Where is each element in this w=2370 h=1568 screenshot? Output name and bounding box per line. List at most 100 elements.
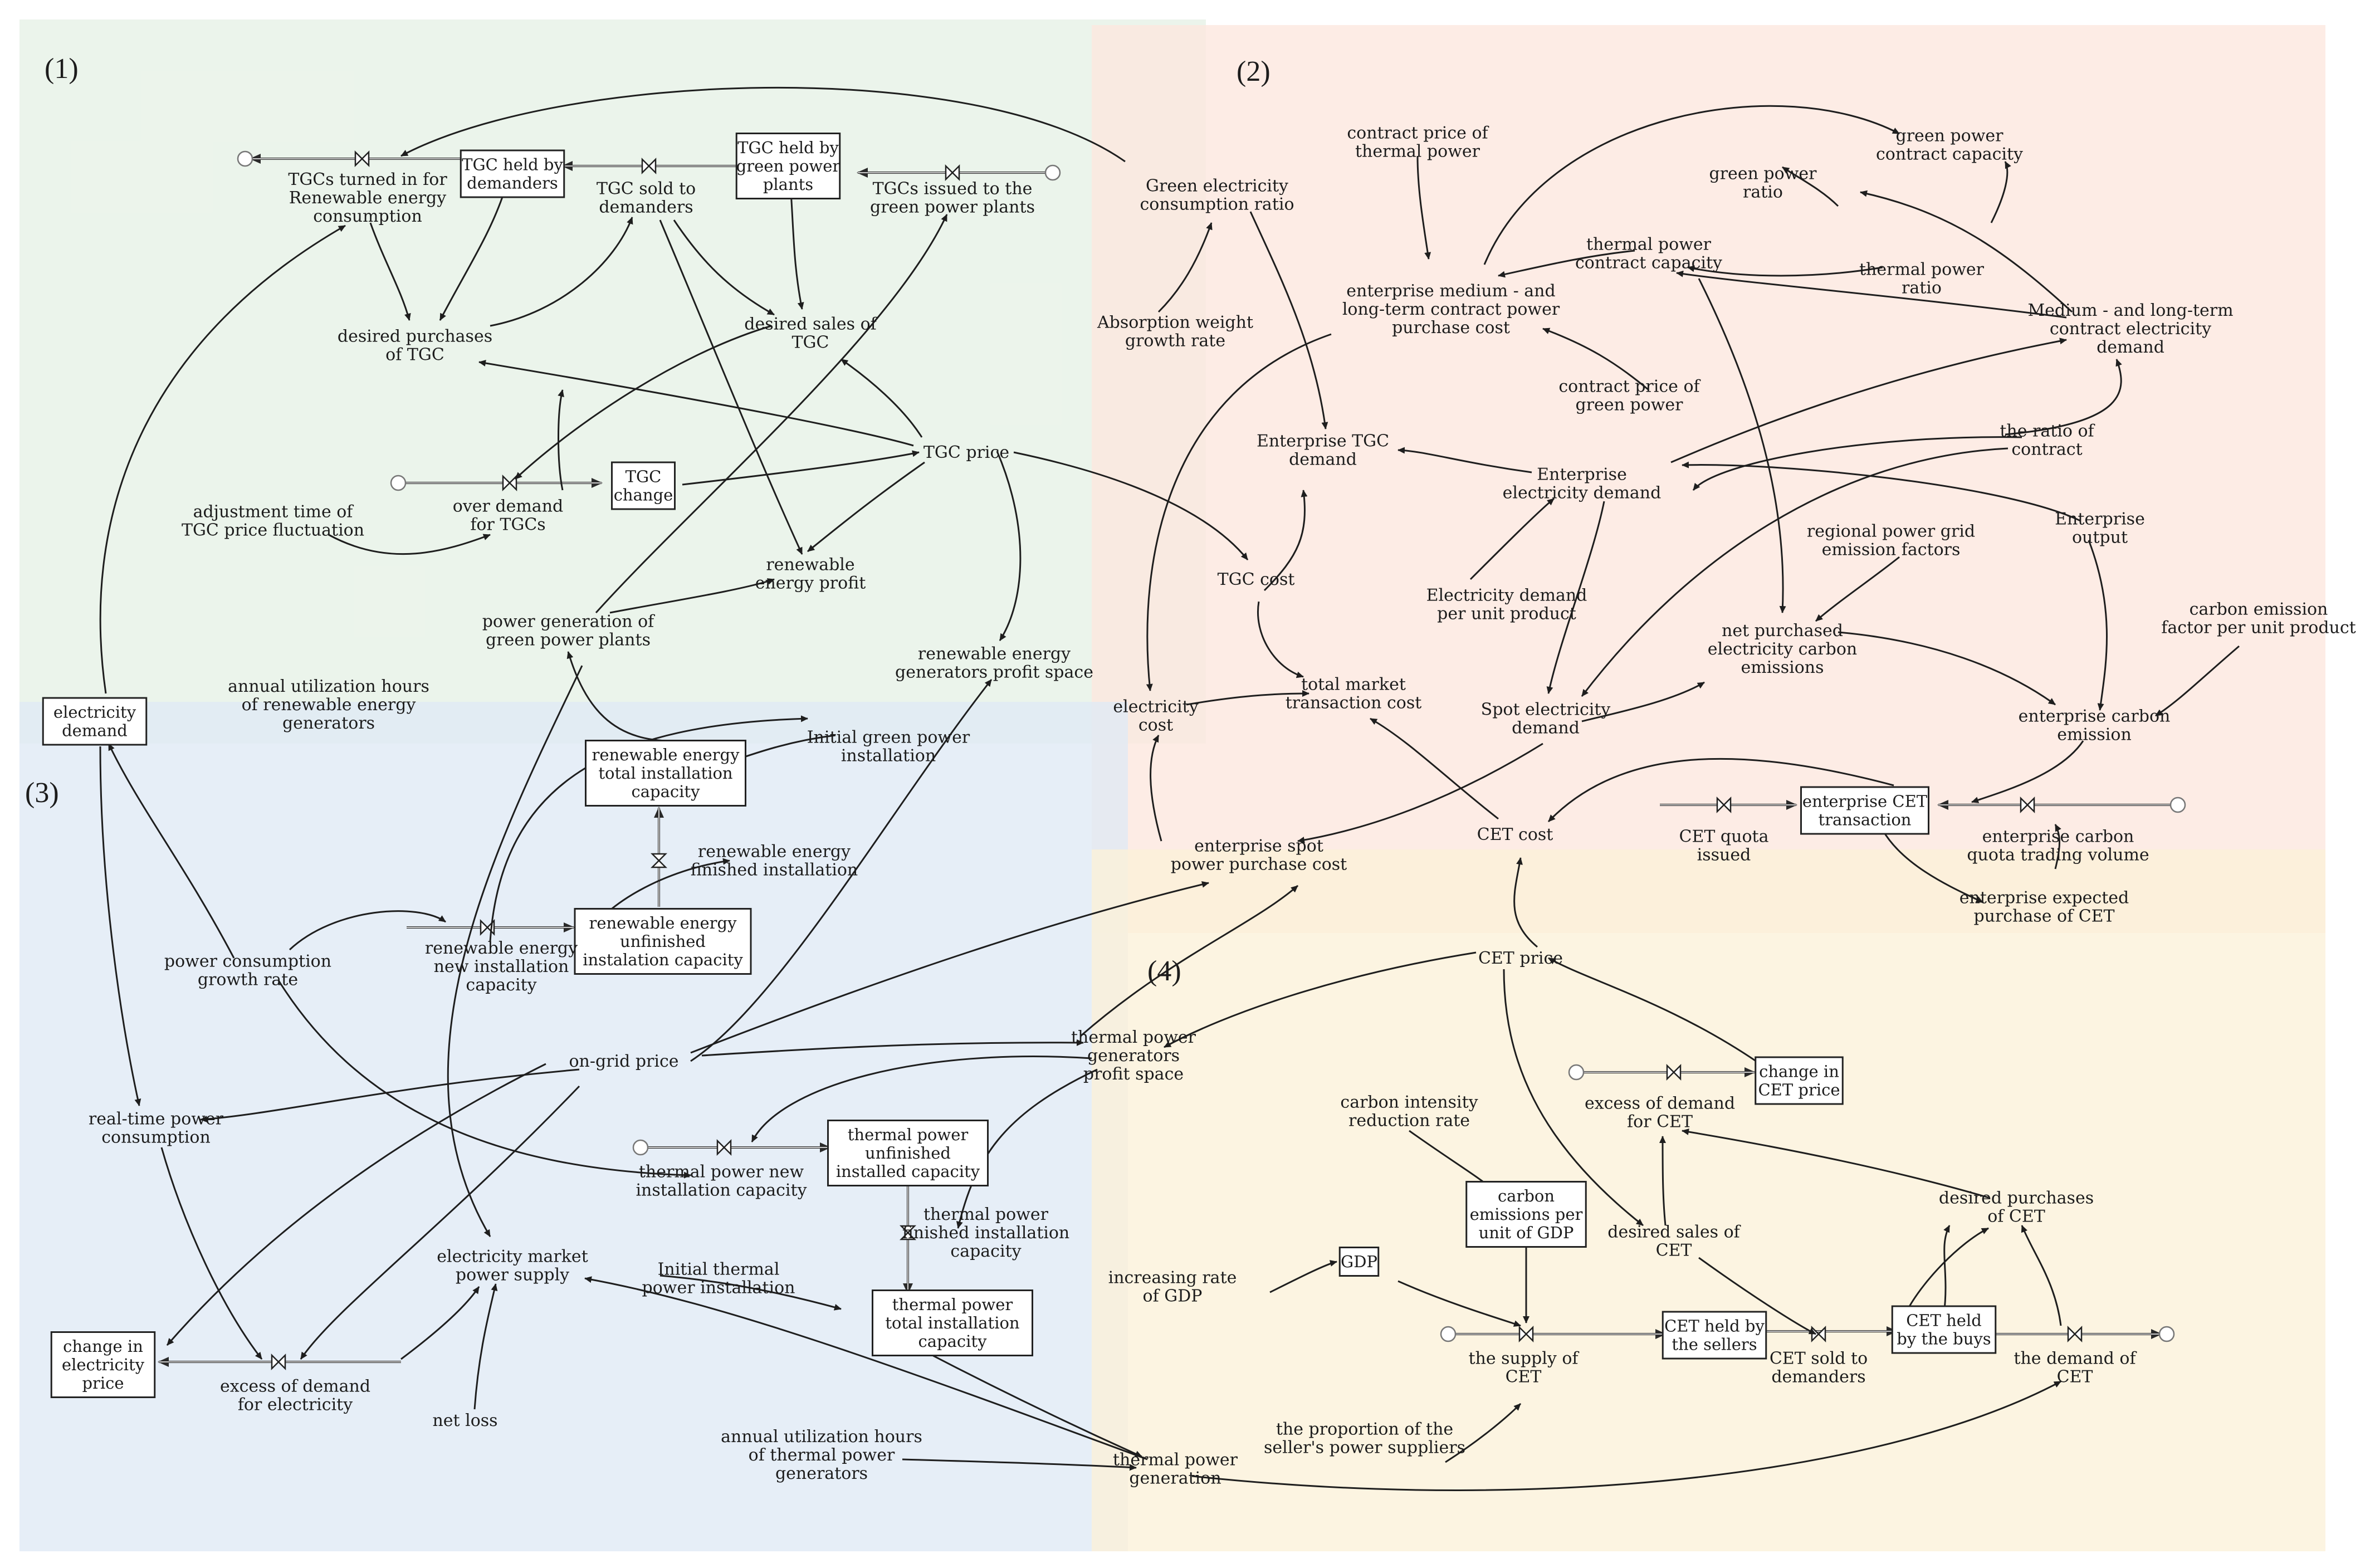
var-cet-price[interactable]: CET price: [1478, 949, 1563, 968]
valve-icon: [2067, 1325, 2083, 1343]
causal-link-arrow: [1687, 265, 1883, 277]
source-cloud-icon: [390, 475, 407, 491]
causal-link-arrow: [659, 219, 803, 555]
var-tgc-price[interactable]: TGC price: [923, 443, 1009, 462]
stock-box: [574, 908, 752, 975]
causal-link-arrow: [682, 450, 920, 486]
causal-link-arrow: [1659, 1136, 1667, 1226]
stock-box: [1755, 1056, 1844, 1105]
var-cet-cost[interactable]: CET cost: [1477, 825, 1553, 844]
causal-link-arrow: [690, 881, 1209, 1054]
var-gdp[interactable]: GDP: [1338, 1247, 1380, 1277]
var-label-line: power generation of: [482, 612, 655, 632]
var-on-grid[interactable]: on-grid price: [569, 1052, 678, 1071]
var-net-loss[interactable]: net loss: [432, 1411, 497, 1430]
var-label-line: power installation: [642, 1278, 795, 1298]
var-label-line: TGC: [626, 467, 662, 486]
causal-link-arrow: [1397, 1280, 1521, 1327]
var-label-line: desired purchases: [1939, 1189, 2094, 1208]
var-tgc-cost[interactable]: TGC cost: [1218, 570, 1295, 589]
causal-link-arrow: [447, 665, 583, 1237]
var-label-line: generators: [775, 1464, 868, 1483]
var-label-line: of thermal power: [749, 1445, 895, 1465]
